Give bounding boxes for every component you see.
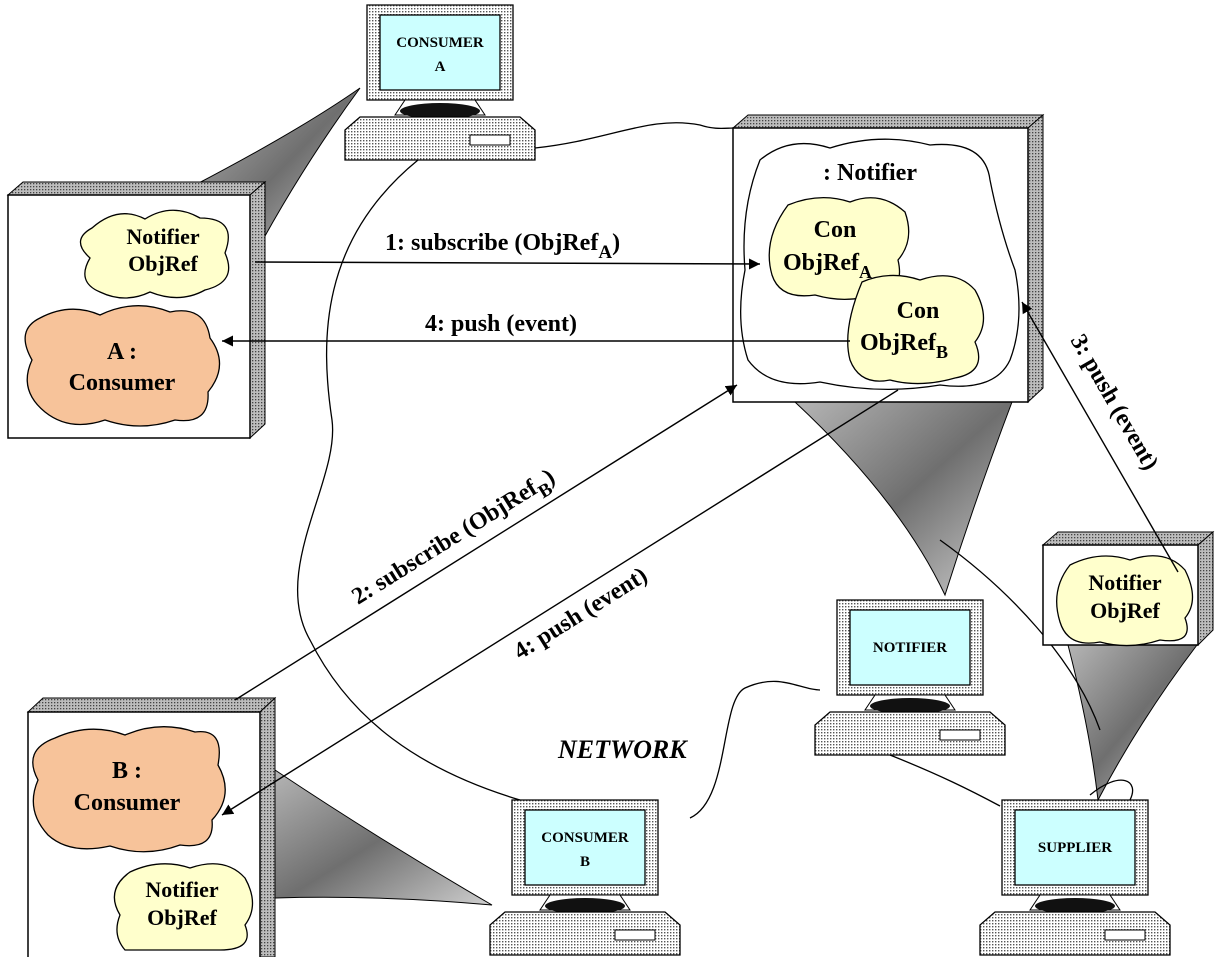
arrow-m3 — [1021, 301, 1179, 573]
con-objref-b-cloud — [847, 274, 985, 385]
computers: CONSUMER A NOTIFIER CONSUMER B SUPPLIER — [344, 4, 1171, 956]
node-consumer-a: Notifier ObjRef A : Consumer — [6, 180, 267, 440]
con-a-line1: Con — [814, 217, 857, 243]
msg4a-label: 4: push (event) — [425, 311, 577, 337]
computer-supplier: SUPPLIER — [979, 799, 1171, 956]
monitor-screen — [1014, 809, 1136, 886]
msg1-end: ) — [612, 230, 620, 256]
system-unit — [979, 911, 1171, 956]
con-b-sub: B — [936, 342, 948, 362]
consumer-a-line2: Consumer — [69, 370, 176, 396]
computer-label: NOTIFIER — [873, 640, 947, 656]
ref-b-line1: Notifier — [145, 877, 219, 902]
computer-label: CONSUMER — [541, 830, 629, 846]
con-a-sub: A — [859, 262, 872, 282]
msg4b-label: 4: push (event) — [509, 562, 652, 665]
projection-notifier — [793, 401, 1013, 597]
ref-a-line2: ObjRef — [128, 251, 198, 276]
network-label: NETWORK — [557, 735, 688, 764]
system-unit — [344, 116, 536, 161]
monitor-stand — [545, 898, 625, 914]
msg1-sub: A — [598, 242, 612, 263]
node-consumer-b: B : Consumer Notifier ObjRef — [26, 696, 277, 957]
drive-bay — [1104, 929, 1146, 941]
arrow-m4b — [221, 389, 899, 816]
msg1-label: 1: subscribe (ObjRefA) — [385, 230, 620, 263]
supplier-ref-line2: ObjRef — [1090, 598, 1160, 623]
projection-supplier — [1067, 644, 1199, 802]
con-b-line1: Con — [897, 298, 940, 324]
drive-bay — [939, 729, 981, 741]
notifier-objref-cloud-b — [113, 863, 254, 951]
consumer-a-line1: A : — [107, 339, 137, 365]
monitor-stand — [400, 103, 480, 119]
computer-consumer-a: CONSUMER A — [344, 4, 536, 161]
projection-consumer-b — [274, 769, 493, 906]
msg2-label: 2: subscribe (ObjRefB) — [347, 464, 563, 616]
msg2-main: 2: subscribe (ObjRef — [347, 474, 543, 610]
con-b-objref: ObjRef — [860, 330, 937, 356]
computer-notifier: NOTIFIER — [814, 599, 1006, 756]
monitor-screen — [379, 14, 501, 91]
arrow-m2 — [234, 384, 738, 701]
monitor-screen — [849, 609, 971, 686]
con-a-line2: ObjRefA — [783, 250, 872, 282]
monitor-stand — [1035, 898, 1115, 914]
con-b-line2: ObjRefB — [860, 330, 948, 362]
drive-bay — [469, 134, 511, 146]
notifier-objref-cloud-a — [79, 209, 230, 299]
ref-a-line1: Notifier — [126, 224, 200, 249]
ref-b-line2: ObjRef — [147, 905, 217, 930]
node-notifier: : Notifier Con ObjRefA Con ObjRefB — [731, 113, 1045, 404]
supplier-notifier-objref-cloud — [1056, 555, 1194, 647]
computer-label: B — [580, 854, 590, 870]
computer-label: CONSUMER — [396, 35, 484, 51]
consumer-b-line1: B : — [112, 758, 142, 784]
notifier-title: : Notifier — [823, 160, 917, 186]
monitor-stand — [870, 698, 950, 714]
computer-consumer-b: CONSUMER B — [489, 799, 681, 956]
supplier-ref-line1: Notifier — [1088, 570, 1162, 595]
node-supplier: Notifier ObjRef — [1041, 530, 1215, 647]
con-a-objref: ObjRef — [783, 250, 860, 276]
network-line — [297, 122, 1134, 819]
monitor-screen — [524, 809, 646, 886]
msg1-main: 1: subscribe (ObjRef — [385, 230, 599, 256]
consumer-b-line2: Consumer — [74, 790, 181, 816]
arrow-m1 — [254, 258, 761, 270]
computer-label: A — [435, 59, 446, 75]
system-unit — [814, 711, 1006, 756]
drive-bay — [614, 929, 656, 941]
consumer-b-cloud — [32, 726, 226, 853]
computer-label: SUPPLIER — [1038, 840, 1112, 856]
consumer-a-cloud — [24, 305, 221, 427]
system-unit — [489, 911, 681, 956]
